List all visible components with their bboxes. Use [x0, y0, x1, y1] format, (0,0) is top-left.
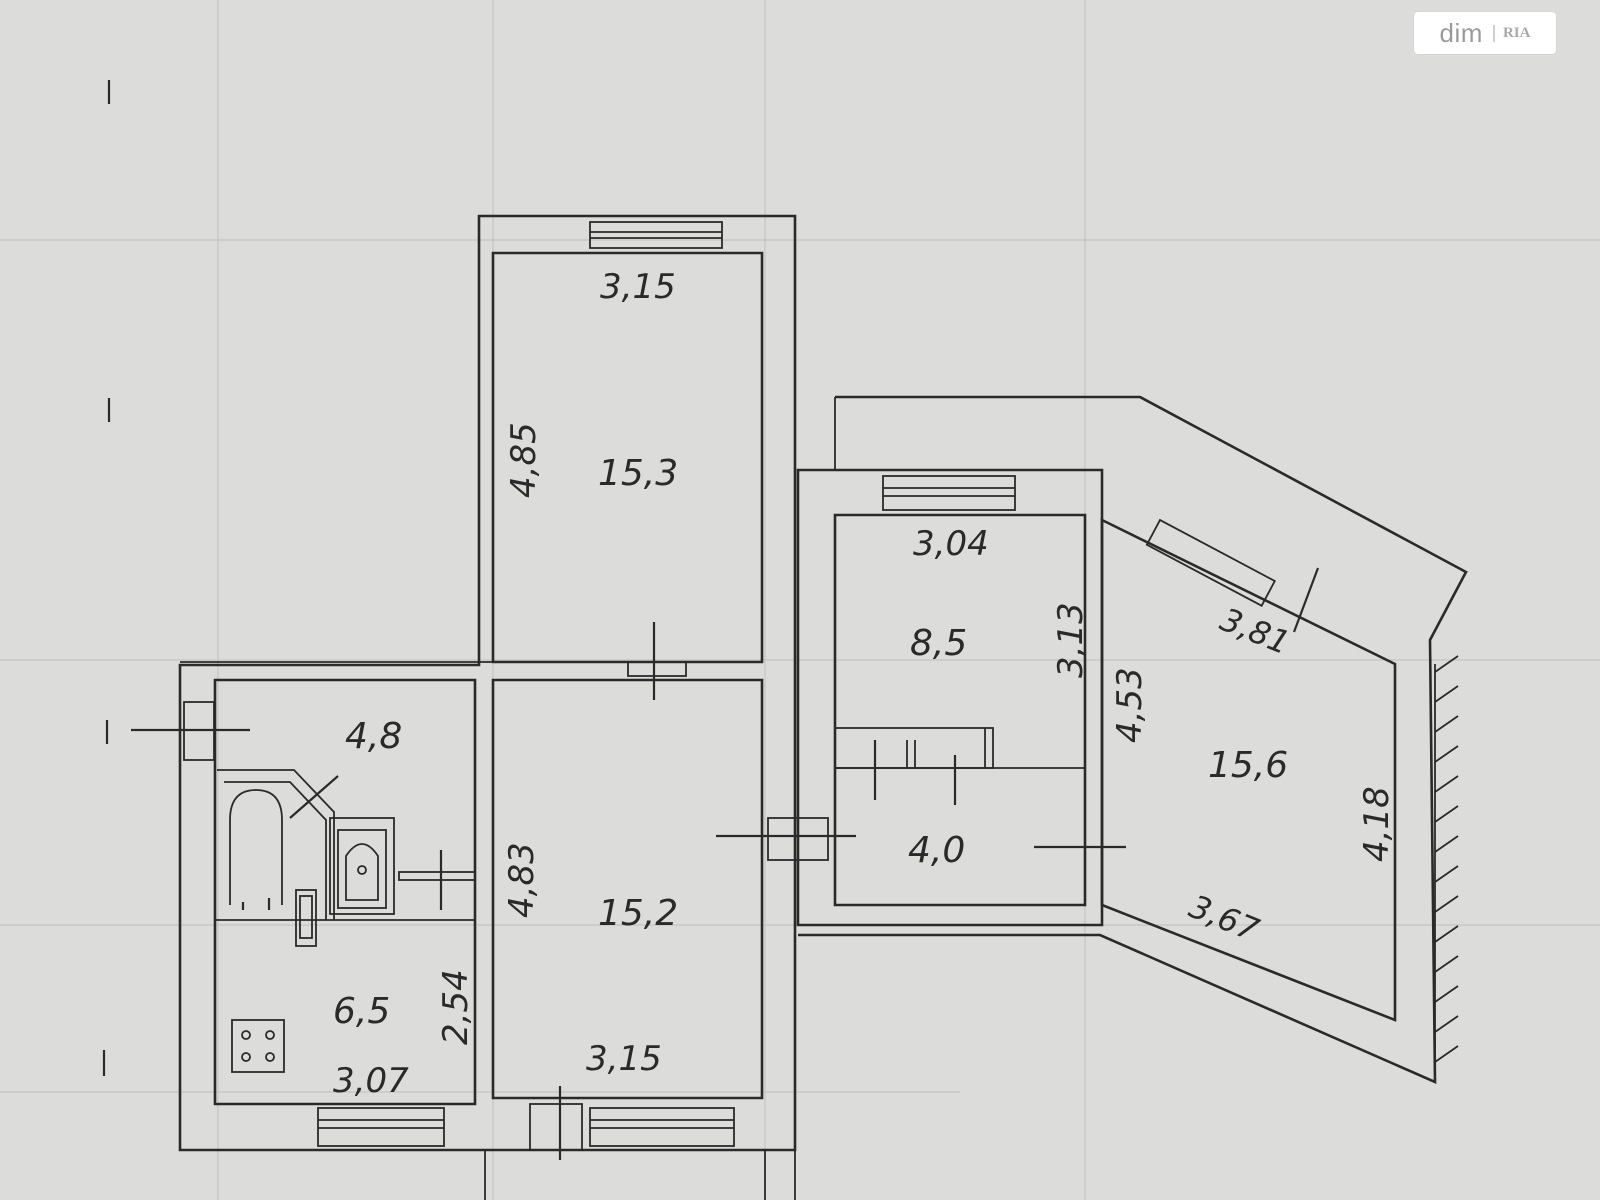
room-area-bottom-living: 15,2 — [598, 893, 678, 934]
dim-small-room-width: 3,04 — [913, 524, 989, 564]
windows — [183, 221, 1016, 1147]
room-area-bedroom-small: 8,5 — [910, 623, 967, 664]
room-area-kitchen: 6,5 — [333, 991, 390, 1032]
stove-icon — [231, 1019, 285, 1073]
margin-ticks — [102, 80, 250, 1076]
dim-bottom-room-height: 4,83 — [502, 842, 542, 918]
dim-angled-left-wall: 4,53 — [1110, 667, 1150, 743]
room-area-angled: 15,6 — [1208, 745, 1288, 786]
logo-brand-text: dim — [1439, 17, 1483, 48]
dim-top-room-height: 4,85 — [504, 422, 544, 498]
logo-sub-text: RIA — [1492, 24, 1530, 42]
room-area-top-living: 15,3 — [598, 453, 678, 494]
bath-fixtures — [217, 769, 395, 947]
dim-kitchen-width: 3,07 — [333, 1061, 409, 1101]
right-block-walls — [796, 395, 1468, 1085]
dim-ria-logo[interactable]: dim RIA — [1414, 12, 1556, 54]
dim-bottom-room-width: 3,15 — [586, 1039, 662, 1079]
left-block-walls — [178, 214, 797, 1152]
dim-angled-right-wall: 4,18 — [1357, 786, 1397, 862]
dim-kitchen-height: 2,54 — [436, 969, 476, 1045]
dim-top-room-width: 3,15 — [600, 267, 676, 307]
wall-hatching — [1434, 655, 1459, 1063]
dim-small-room-height: 3,13 — [1051, 602, 1091, 678]
dim-angled-bottom-wall: 3,67 — [1184, 887, 1265, 949]
bottom-edge-lines — [484, 1150, 796, 1200]
room-area-corridor: 4,0 — [908, 830, 965, 871]
room-area-hallway: 4,8 — [345, 716, 402, 757]
